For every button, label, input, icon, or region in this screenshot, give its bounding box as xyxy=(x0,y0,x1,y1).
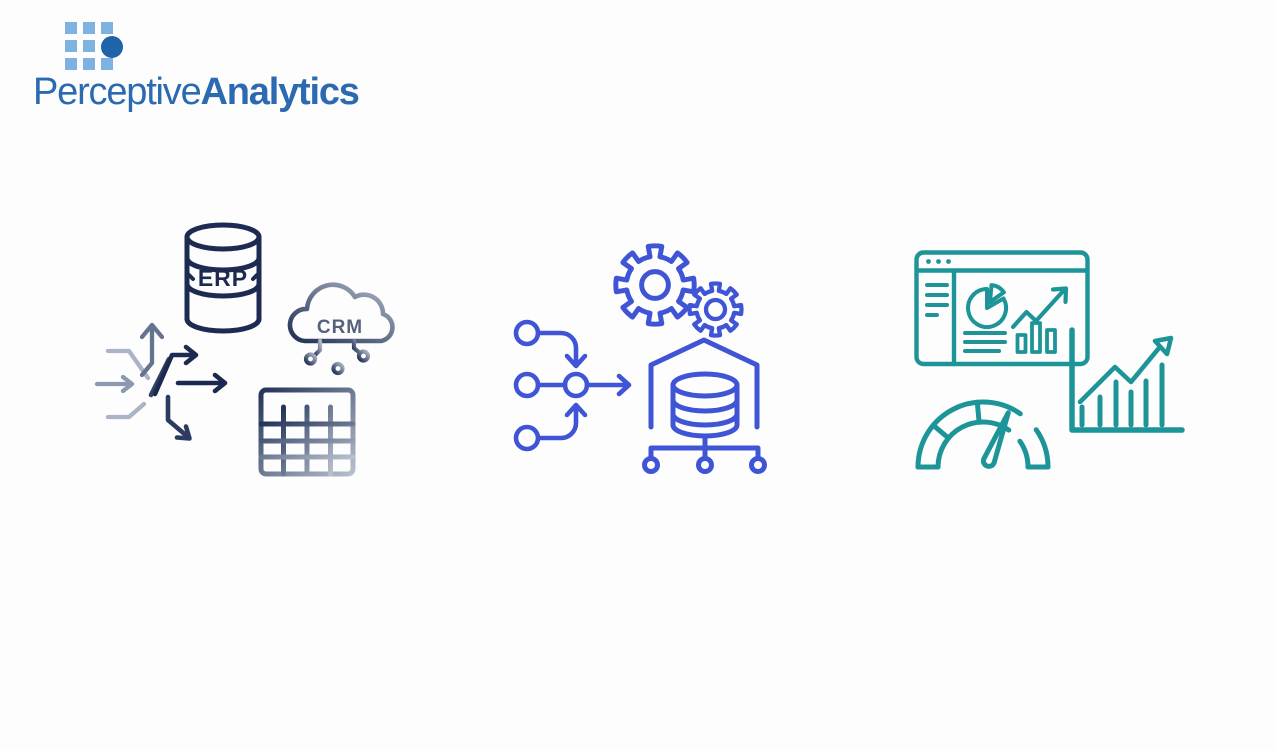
window-dot xyxy=(946,259,951,264)
trend-arrow xyxy=(1077,345,1162,405)
dashboard-window-icon xyxy=(914,250,1090,367)
data-warehouse-icon xyxy=(642,337,767,474)
gear-small-icon xyxy=(687,281,744,338)
logo-square xyxy=(83,40,95,52)
logo-square xyxy=(101,22,113,34)
logo-square xyxy=(83,58,95,70)
logo-square xyxy=(65,22,77,34)
data-split-arrows-icon xyxy=(94,322,228,441)
gauge-needle xyxy=(980,410,1011,469)
bar xyxy=(1015,333,1028,354)
pie-slice xyxy=(988,283,1006,304)
merge-flow-icon xyxy=(513,319,632,452)
text-lines xyxy=(963,331,1007,353)
logo-square xyxy=(65,58,77,70)
logo-square xyxy=(83,22,95,34)
erp-label: ERP xyxy=(198,265,248,291)
sidebar-menu-lines xyxy=(925,283,949,317)
brand-name-regular: Perceptive xyxy=(33,71,202,113)
logo-square xyxy=(101,58,113,70)
bar xyxy=(1045,328,1057,354)
gauge-icon xyxy=(915,399,1051,470)
connector-etl-insights xyxy=(779,378,892,384)
logo-dot-icon xyxy=(101,36,123,58)
crm-cloud-icon: CRM xyxy=(287,282,395,376)
window-dot xyxy=(926,259,931,264)
pie-chart xyxy=(966,287,1009,329)
connector-sources-etl xyxy=(384,380,496,386)
logo-square xyxy=(65,40,77,52)
bar xyxy=(1030,321,1042,354)
erp-database-icon: ERP xyxy=(184,222,262,334)
line-chart xyxy=(1010,286,1068,330)
growth-chart-icon xyxy=(1069,327,1185,433)
window-dot xyxy=(936,259,941,264)
gear-large-icon xyxy=(613,243,697,327)
trend-arrowhead xyxy=(1152,335,1174,357)
data-table-icon xyxy=(258,387,356,477)
brand-name-bold: Analytics xyxy=(200,71,360,113)
crm-label: CRM xyxy=(317,317,363,338)
brand-name: PerceptiveAnalytics xyxy=(33,71,360,114)
logo-grid-icon xyxy=(65,22,113,70)
